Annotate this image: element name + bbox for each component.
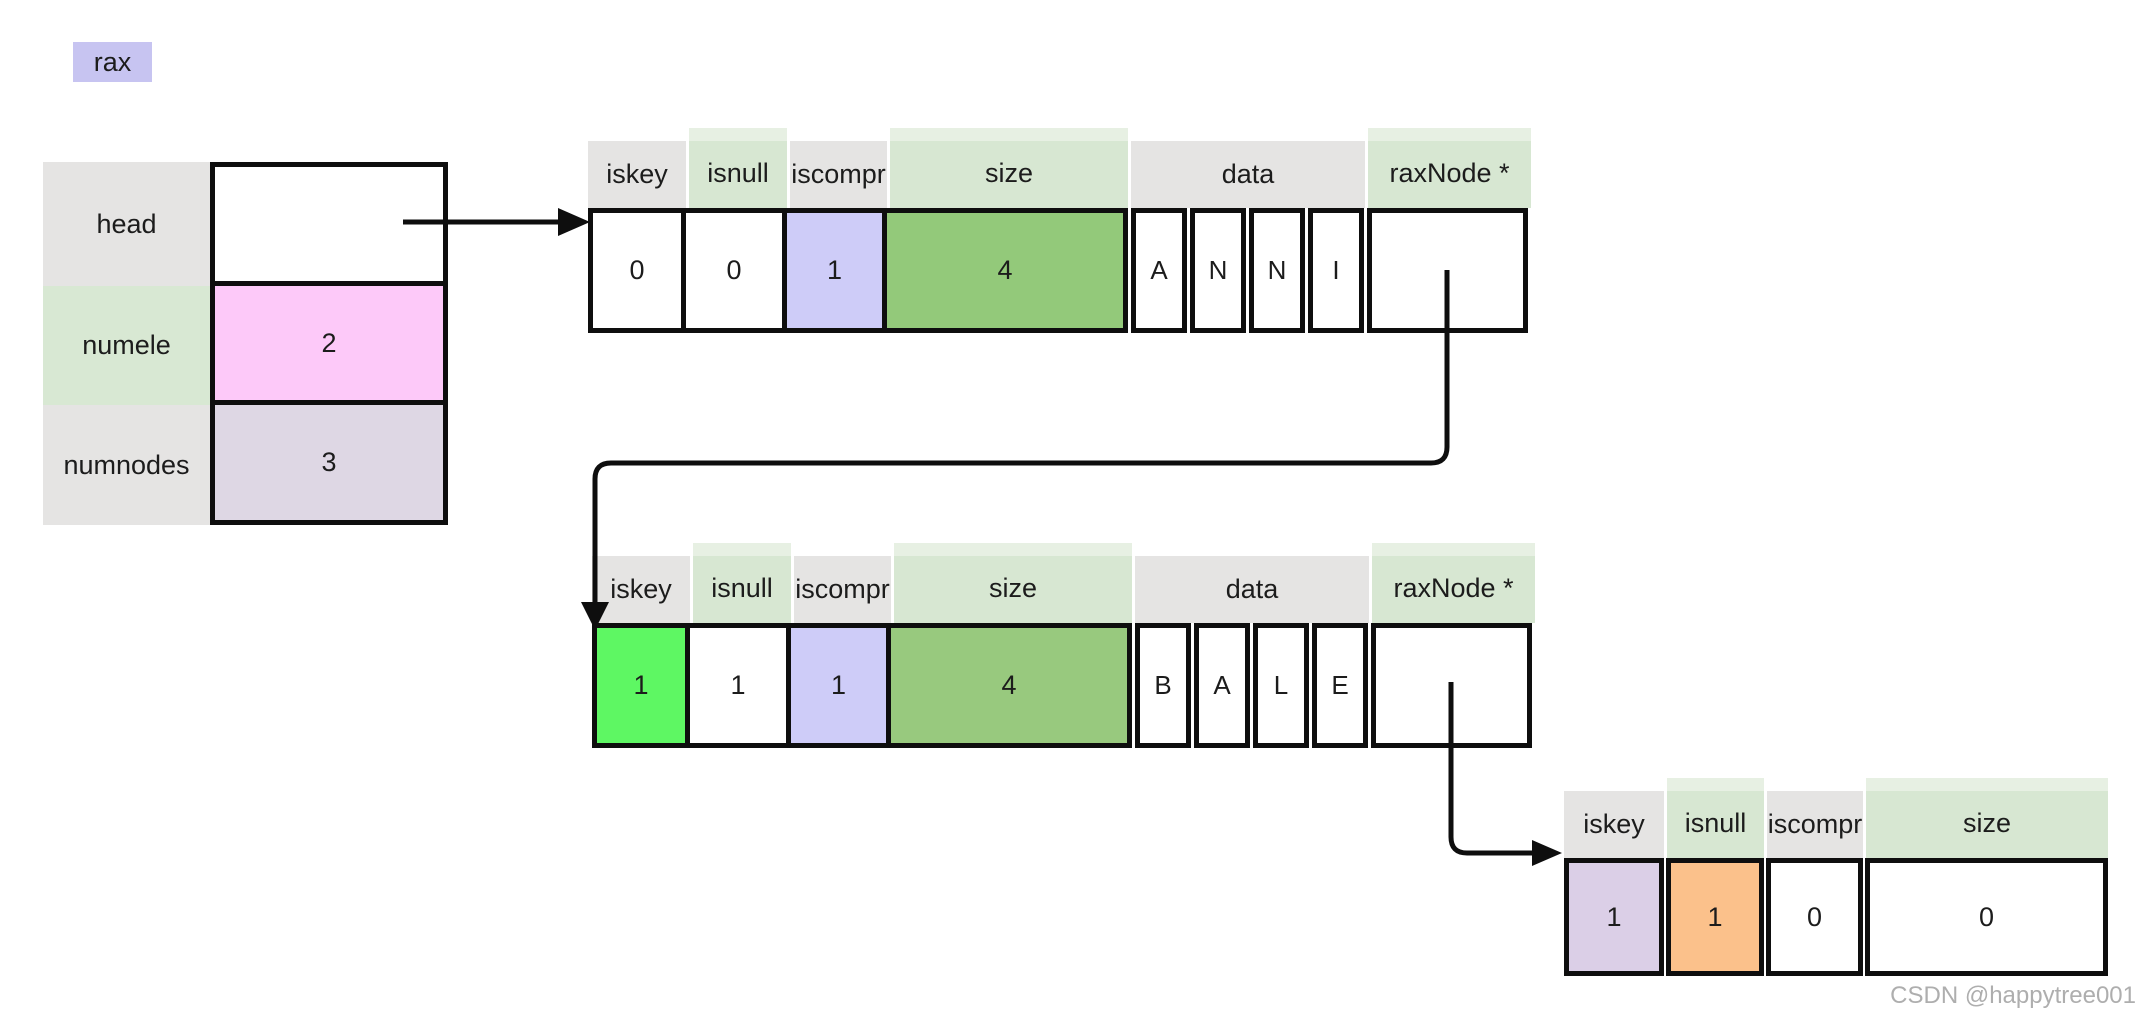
- header-cell-isnull: isnull: [686, 128, 787, 208]
- struct-value-numnodes: 3: [210, 400, 448, 525]
- struct-value-numele: 2: [210, 281, 448, 405]
- header-cell-iskey: iskey: [592, 556, 690, 623]
- struct-value-head: [210, 162, 448, 286]
- cell-data-2: N: [1249, 208, 1305, 333]
- node-table-child-header: iskey isnull iscompr size data raxNode *: [592, 543, 1535, 623]
- watermark-text: CSDN @happytree001: [1890, 982, 2136, 1009]
- header-cell-iscompr: iscompr: [1764, 791, 1863, 858]
- cell-size: 4: [882, 208, 1128, 333]
- header-cell-isnull: isnull: [690, 543, 791, 623]
- cell-iscompr: 0: [1766, 858, 1863, 976]
- struct-label-numele: numele: [43, 286, 210, 405]
- arrowhead-head-to-root-icon: [558, 208, 590, 236]
- cell-isnull: 1: [1666, 858, 1764, 976]
- header-cell-data: data: [1132, 556, 1369, 623]
- node-table-root-row: 0 0 1 4 A N N I: [588, 208, 1531, 333]
- node-table-leaf: iskey isnull iscompr size 1 1 0 0: [1564, 778, 2108, 976]
- header-cell-size: size: [887, 128, 1128, 208]
- header-cell-isnull: isnull: [1664, 778, 1764, 858]
- rax-title-badge: rax: [73, 42, 152, 82]
- rax-struct-label-column: head numele numnodes: [43, 162, 210, 525]
- cell-isnull: 1: [685, 623, 791, 748]
- struct-label-numnodes: numnodes: [43, 405, 210, 525]
- header-cell-raxnode: raxNode *: [1369, 543, 1535, 623]
- header-cell-size: size: [891, 543, 1132, 623]
- header-cell-iskey: iskey: [1564, 791, 1664, 858]
- node-table-root-header: iskey isnull iscompr size data raxNode *: [588, 128, 1531, 208]
- cell-data-2: L: [1253, 623, 1309, 748]
- cell-iskey: 1: [1564, 858, 1664, 976]
- header-cell-size: size: [1863, 778, 2108, 858]
- header-cell-iscompr: iscompr: [791, 556, 891, 623]
- cell-raxnode-pointer: [1371, 623, 1532, 748]
- node-table-root: iskey isnull iscompr size data raxNode *…: [588, 128, 1531, 333]
- cell-iscompr: 1: [782, 208, 887, 333]
- header-cell-iscompr: iscompr: [787, 141, 887, 208]
- cell-iscompr: 1: [786, 623, 891, 748]
- node-table-child: iskey isnull iscompr size data raxNode *…: [592, 543, 1535, 748]
- node-table-child-row: 1 1 1 4 B A L E: [592, 623, 1535, 748]
- cell-size: 0: [1865, 858, 2108, 976]
- struct-label-head: head: [43, 162, 210, 286]
- cell-size: 4: [886, 623, 1132, 748]
- cell-iskey: 0: [588, 208, 686, 333]
- cell-data-0: A: [1131, 208, 1187, 333]
- header-cell-raxnode: raxNode *: [1365, 128, 1531, 208]
- cell-raxnode-pointer: [1367, 208, 1528, 333]
- cell-iskey: 1: [592, 623, 690, 748]
- cell-data-1: A: [1194, 623, 1250, 748]
- header-cell-data: data: [1128, 141, 1365, 208]
- rax-struct-value-column: 2 3: [210, 162, 448, 525]
- cell-isnull: 0: [681, 208, 787, 333]
- cell-data-1: N: [1190, 208, 1246, 333]
- arrowhead-child-to-leaf-icon: [1532, 840, 1562, 866]
- cell-data-0: B: [1135, 623, 1191, 748]
- node-table-leaf-header: iskey isnull iscompr size: [1564, 778, 2108, 858]
- cell-data-3: I: [1308, 208, 1364, 333]
- header-cell-iskey: iskey: [588, 141, 686, 208]
- cell-data-3: E: [1312, 623, 1368, 748]
- node-table-leaf-row: 1 1 0 0: [1564, 858, 2108, 976]
